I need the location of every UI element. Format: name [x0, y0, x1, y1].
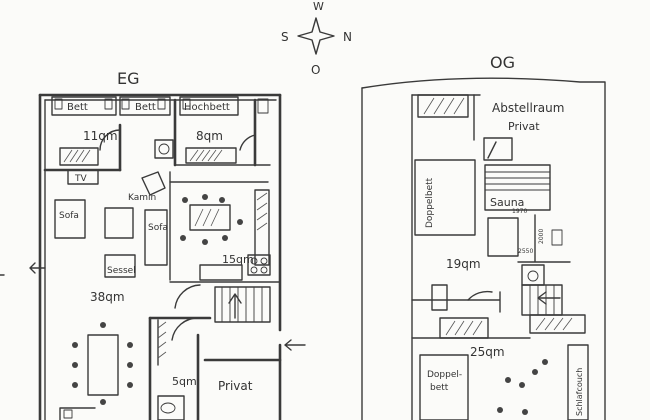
floor-eg: EG Bett Bett Hochbett 11qm 8qm — [0, 69, 306, 420]
og-dim-1970: 1970 — [512, 208, 527, 215]
og-sauna — [484, 164, 551, 211]
og-doppelbett-top-label: Doppelbett — [425, 177, 435, 228]
eg-area-8: 8qm — [196, 129, 223, 143]
compass-east: O — [311, 63, 320, 77]
eg-sofa-mid — [144, 209, 168, 266]
compass-north: N — [343, 30, 352, 44]
eg-tv-label: TV — [74, 174, 87, 184]
og-doppelbett-bottom-line2: bett — [430, 383, 449, 393]
eg-area-15: 15qm — [222, 253, 254, 266]
og-dim-2550: 2550 — [518, 248, 533, 255]
eg-area-11: 11qm — [83, 129, 118, 143]
floor-og: OG Abstellraum Privat Doppelbett Sauna 1… — [361, 53, 606, 420]
og-sauna-label: Sauna — [490, 196, 524, 209]
og-abstellraum-label: Abstellraum — [492, 101, 564, 115]
eg-title: EG — [117, 69, 140, 88]
eg-bed-1 — [51, 96, 117, 116]
eg-privat-label: Privat — [218, 379, 253, 393]
og-double-bed-bottom — [419, 354, 469, 420]
og-title: OG — [490, 53, 515, 72]
eg-hochbett-label: Hochbett — [184, 102, 230, 113]
eg-kamin-label: Kamin — [128, 193, 156, 203]
eg-sofa-mid-label: Sofa — [148, 223, 168, 233]
og-area-19: 19qm — [446, 257, 481, 271]
og-schlafcouch-label: Schlafcouch — [575, 368, 584, 416]
og-sofa-bed — [567, 344, 589, 420]
eg-sofa-left-label: Sofa — [59, 211, 79, 221]
eg-sofa-left — [54, 199, 86, 239]
compass-south: S — [281, 30, 289, 44]
eg-area-38: 38qm — [90, 290, 125, 304]
og-double-bed-top — [414, 159, 476, 236]
eg-area-5: 5qm — [172, 375, 197, 388]
og-privat-label: Privat — [508, 120, 540, 133]
eg-bett-2-label: Bett — [135, 102, 156, 113]
eg-bed-2 — [119, 96, 171, 116]
eg-bett-1-label: Bett — [67, 102, 88, 113]
eg-sessel-label: Sessel — [107, 266, 136, 276]
og-area-25: 25qm — [470, 345, 505, 359]
compass-west: W — [313, 0, 324, 13]
og-doppelbett-bottom-line1: Doppel- — [427, 370, 462, 380]
compass-rose: W S N O — [281, 0, 352, 77]
eg-loft-bed — [179, 96, 239, 116]
og-dim-2000: 2000 — [538, 229, 545, 244]
